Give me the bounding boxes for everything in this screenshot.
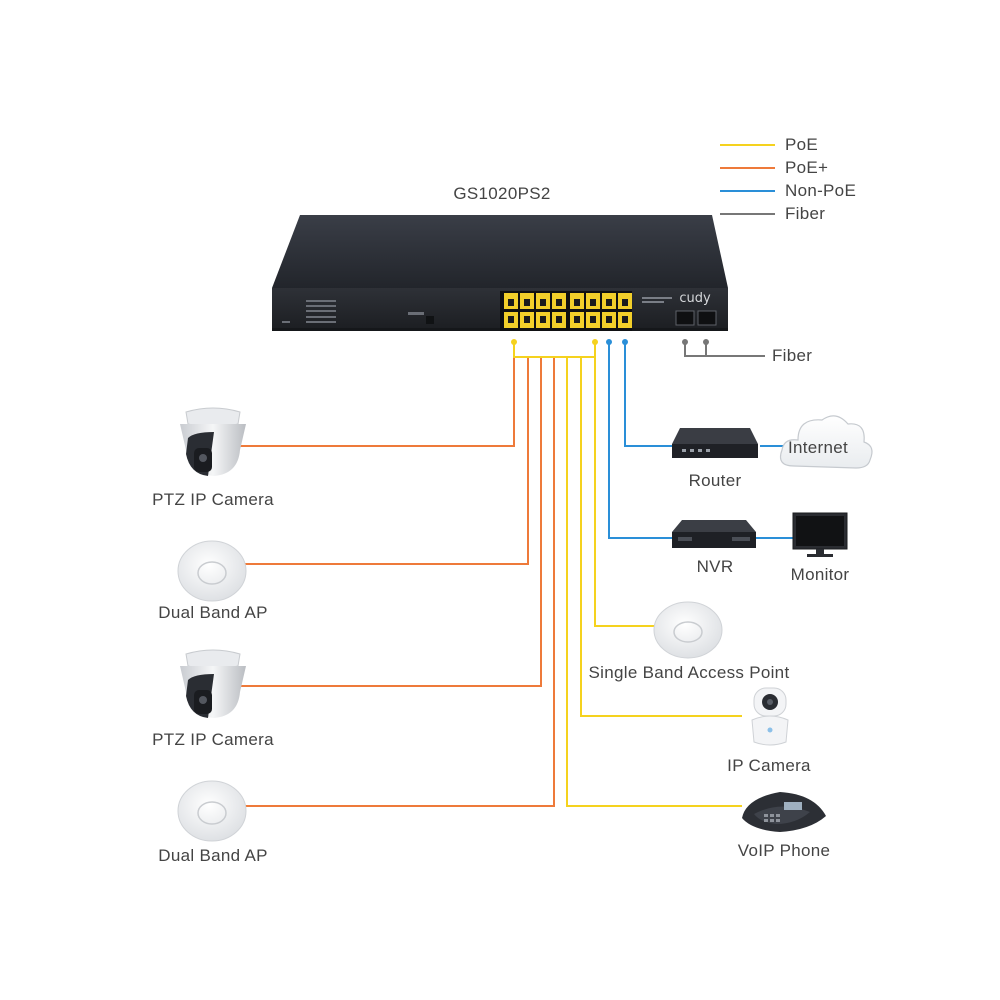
nvr-label: NVR: [696, 557, 734, 576]
cable-poe-trunk: [513, 344, 596, 358]
sfp-ports: [675, 310, 717, 326]
nvr-icon: [672, 520, 756, 548]
fiber-label: Fiber: [772, 346, 813, 365]
ip-camera-label: IP Camera: [727, 756, 811, 775]
internet-cloud-icon: [779, 415, 873, 469]
dual-band-ap-2-label: Dual Band AP: [158, 846, 268, 865]
single-band-ap-label: Single Band Access Point: [588, 663, 790, 682]
cable-nvr: [608, 344, 672, 539]
monitor-icon: [792, 512, 848, 557]
router-label: Router: [688, 471, 742, 490]
ptz-camera-2-label: PTZ IP Camera: [152, 730, 274, 749]
dual-band-ap-icon: [177, 540, 247, 602]
cable-dual-band-ap-2: [240, 357, 555, 807]
cables: [240, 344, 795, 807]
cable-ip-camera: [580, 357, 742, 717]
legend-item-non-poe: Non-PoE: [785, 181, 857, 200]
cable-dual-band-ap-1: [240, 357, 529, 565]
switch-brand-logo: cudy: [679, 291, 711, 306]
cable-ptz-camera-2: [240, 357, 542, 687]
ptz-camera-icon: [180, 649, 246, 718]
voip-phone-icon: [742, 792, 826, 832]
legend-item-poe-plus: PoE+: [785, 158, 829, 177]
switch-model-label: GS1020PS2: [453, 184, 551, 203]
cable-router: [624, 344, 672, 447]
dip-switch: [408, 312, 434, 324]
cable-voip-phone: [566, 357, 742, 807]
monitor-label: Monitor: [790, 565, 850, 584]
ptz-camera-1-label: PTZ IP Camera: [152, 490, 274, 509]
poe-switch: cudy: [272, 215, 728, 331]
status-leds: [282, 300, 336, 323]
ip-camera-icon: [751, 687, 789, 746]
legend-swatches: [720, 144, 775, 215]
dual-band-ap-icon: [177, 780, 247, 842]
internet-label: Internet: [788, 438, 849, 457]
voip-phone-label: VoIP Phone: [737, 841, 831, 860]
single-band-ap-icon: [653, 601, 723, 659]
router-icon: [672, 428, 758, 458]
cable-single-band-ap: [594, 357, 655, 627]
rj45-ports: [500, 291, 632, 331]
port-dots: [511, 339, 709, 345]
switch-top: [272, 215, 728, 288]
dual-band-ap-1-label: Dual Band AP: [158, 603, 268, 622]
legend-item-fiber: Fiber: [785, 204, 826, 223]
legend-item-poe: PoE: [785, 135, 819, 154]
cable-ptz-camera-1: [240, 344, 515, 447]
cable-fiber: [684, 344, 765, 357]
ptz-camera-icon: [180, 407, 246, 476]
